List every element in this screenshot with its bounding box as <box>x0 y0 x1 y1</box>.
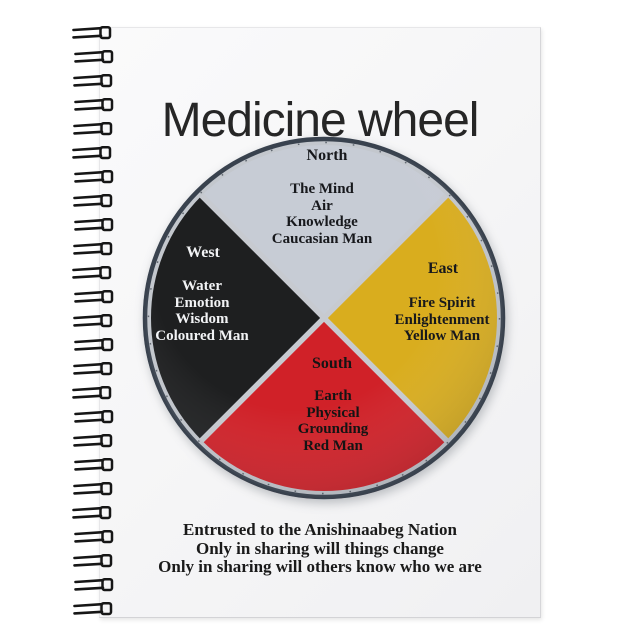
quadrant-line: Earth <box>314 388 352 404</box>
quadrant-line: Caucasian Man <box>271 230 373 247</box>
medicine-wheel-diagram: North The Mind Air Knowledge Caucasian M… <box>139 128 519 508</box>
footer-line: Only in sharing will others know who we … <box>158 557 482 576</box>
quadrant-line: Water <box>182 278 222 294</box>
quadrant-line: Fire Spirit <box>408 295 476 311</box>
quadrant-line: Air <box>311 197 333 214</box>
footer-line: Entrusted to the Anishinaabeg Nation <box>183 520 457 539</box>
quadrant-line: Yellow Man <box>403 328 481 344</box>
quadrant-south-label: South <box>311 355 353 372</box>
quadrant-east-lines: Fire Spirit Enlightenment Yellow Man <box>394 295 489 345</box>
quadrant-line: Physical <box>306 404 360 421</box>
quadrant-south-lines: Earth Physical Grounding Red Man <box>298 388 369 454</box>
quadrant-line: Coloured Man <box>155 327 249 344</box>
quadrant-north-lines: The Mind Air Knowledge Caucasian Man <box>272 181 372 247</box>
notebook-cover: Medicine wheel <box>99 27 541 618</box>
quadrant-line: Emotion <box>174 294 230 311</box>
quadrant-west-lines: Water Emotion Wisdom Coloured Man <box>155 278 248 344</box>
quadrant-line: Red Man <box>303 437 363 454</box>
quadrant-line: Knowledge <box>286 214 358 230</box>
medicine-wheel-graphic <box>142 136 506 500</box>
quadrant-line: Wisdom <box>175 311 229 327</box>
quadrant-line: The Mind <box>290 181 354 197</box>
footer-line: Only in sharing will things change <box>196 538 444 558</box>
quadrant-north-label: North <box>306 147 348 164</box>
quadrant-west-label: West <box>186 244 220 261</box>
footer-text: Entrusted to the Anishinaabeg Nation Onl… <box>100 520 540 577</box>
quadrant-east-label: East <box>427 260 459 277</box>
shading-overlay <box>145 139 503 497</box>
cover-title: Medicine wheel <box>161 94 480 148</box>
quadrant-line: Grounding <box>297 421 369 437</box>
quadrant-line: Enlightenment <box>394 311 490 328</box>
